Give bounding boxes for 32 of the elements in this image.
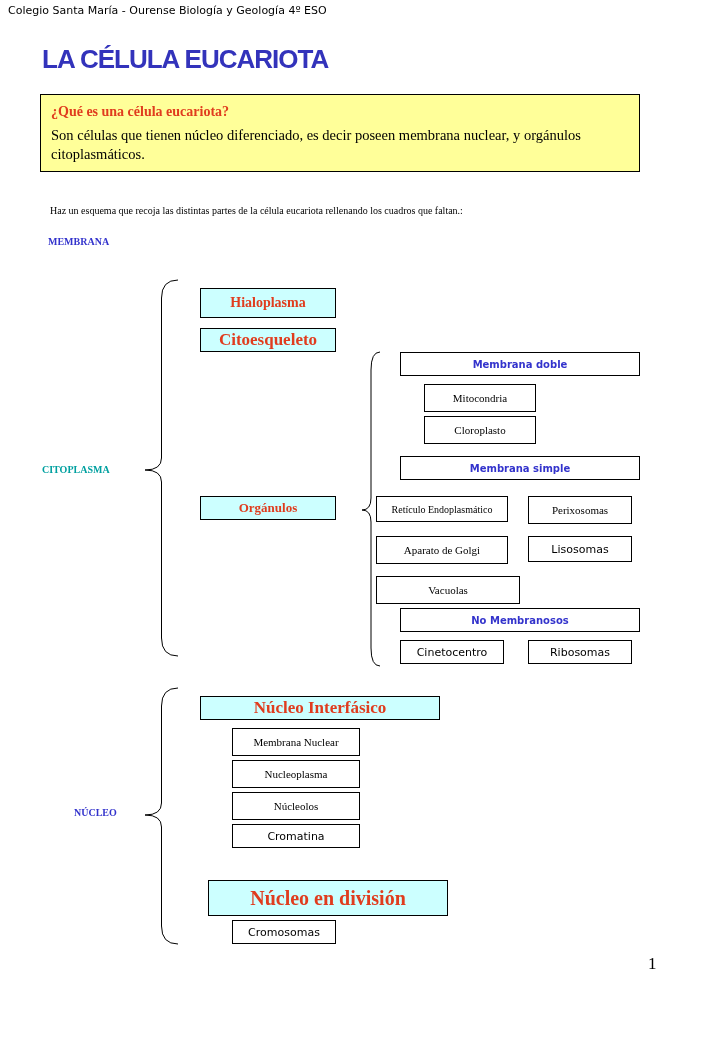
question-text: ¿Qué es una célula eucariota? <box>51 103 230 121</box>
answer-box: Cromosomas <box>232 920 336 944</box>
answer-text: Son células que tienen núcleo diferenciado, es decir poseen membrana nuclear, y orgánulos citoplasmáticos. <box>51 126 582 164</box>
heading-box: Citoesqueleto <box>200 328 336 352</box>
category-box: Membrana simple <box>400 456 640 480</box>
answer-box: Cromatina <box>232 824 360 848</box>
answer-box: Cinetocentro <box>400 640 504 664</box>
answer-box: Mitocondria <box>424 384 536 412</box>
answer-box: Lisosomas <box>528 536 632 562</box>
category-box: No Membranosos <box>400 608 640 632</box>
answer-box: Núcleolos <box>232 792 360 820</box>
answer-box: Ribosomas <box>528 640 632 664</box>
title: LA CÉLULA EUCARIOTA <box>42 44 329 75</box>
section-label: NÚCLEO <box>74 807 117 818</box>
heading-box: Orgánulos <box>200 496 336 520</box>
answer-box: Membrana Nuclear <box>232 728 360 756</box>
section-label: CITOPLASMA <box>42 464 110 475</box>
heading-box: Núcleo Interfásico <box>200 696 440 720</box>
answer-box: Perixosomas <box>528 496 632 524</box>
answer-box: Nucleoplasma <box>232 760 360 788</box>
answer-box: Cloroplasto <box>424 416 536 444</box>
category-box: Membrana doble <box>400 352 640 376</box>
section-label: MEMBRANA <box>48 236 110 247</box>
heading-box: Núcleo en división <box>208 880 448 916</box>
heading-box: Hialoplasma <box>200 288 336 318</box>
question-box <box>40 94 640 172</box>
page-number: 1 <box>648 954 657 974</box>
instruction-text: Haz un esquema que recoja las distintas partes de la célula eucariota rellenando los cuadros que faltan.: <box>50 205 463 216</box>
header-text: Colegio Santa María - Ourense Biología y Geología 4º ESO <box>8 4 327 17</box>
answer-box: Aparato de Golgi <box>376 536 508 564</box>
answer-box: Vacuolas <box>376 576 520 604</box>
answer-box: Retículo Endoplasmático <box>376 496 508 522</box>
